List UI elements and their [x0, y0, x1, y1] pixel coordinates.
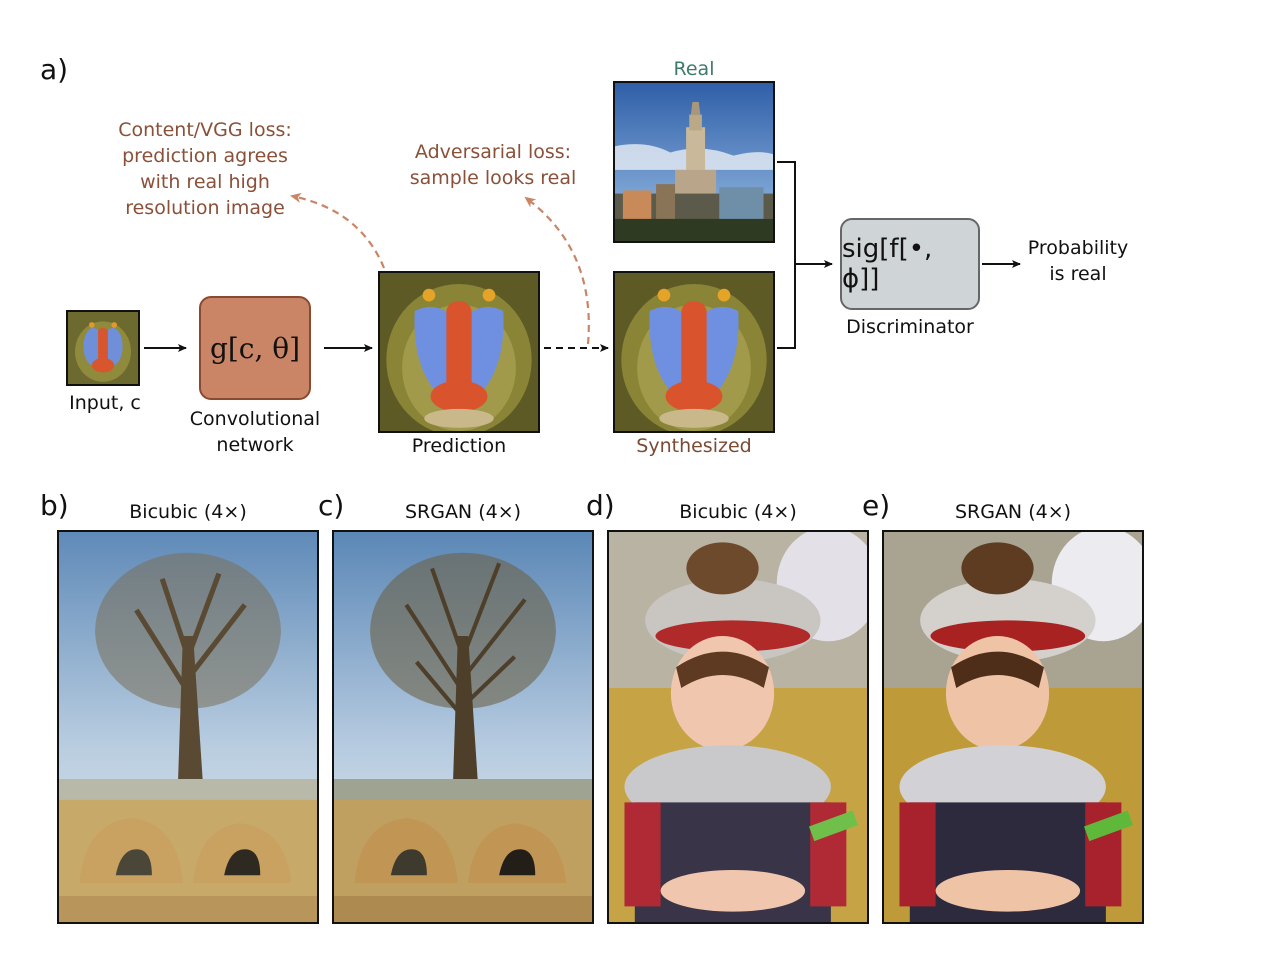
real-image [613, 81, 775, 243]
panel-c-title: SRGAN (4×) [404, 501, 522, 523]
panel-b-image [57, 530, 319, 924]
output-line1: Probability [1027, 237, 1129, 259]
panel-d-image [607, 530, 869, 924]
content-loss-line3: with real high [140, 171, 270, 193]
real-label: Real [673, 58, 715, 80]
generator-box: g[c, θ] [199, 296, 311, 400]
panel-e-title: SRGAN (4×) [954, 501, 1072, 523]
content-loss-line1: Content/VGG loss: [118, 119, 292, 141]
prediction-image [378, 271, 540, 433]
synthesized-image [613, 271, 775, 433]
panel-d-title: Bicubic (4×) [679, 501, 797, 523]
input-image [66, 310, 140, 386]
generator-formula: g[c, θ] [209, 331, 301, 365]
discriminator-formula: sig[f[•, ϕ]] [842, 234, 933, 294]
input-label: Input, c [69, 392, 141, 414]
adversarial-loss-line1: Adversarial loss: [414, 141, 572, 163]
output-line2: is real [1049, 263, 1107, 285]
adversarial-loss-line2: sample looks real [409, 167, 577, 189]
panel-label-d: d) [586, 489, 615, 522]
panel-label-c: c) [318, 489, 345, 522]
panel-label-a: a) [40, 53, 69, 86]
discriminator-caption: Discriminator [846, 316, 974, 338]
synthesized-label: Synthesized [636, 435, 752, 457]
bracket-to-discriminator [777, 161, 796, 349]
discriminator-box: sig[f[•, ϕ]] [840, 218, 980, 310]
content-loss-line4: resolution image [125, 197, 285, 219]
generator-caption-line1: Convolutional [189, 408, 321, 430]
panel-e-image [882, 530, 1144, 924]
panel-b-title: Bicubic (4×) [129, 501, 247, 523]
panel-label-b: b) [40, 489, 69, 522]
generator-caption-line2: network [216, 434, 294, 456]
panel-label-e: e) [862, 489, 891, 522]
prediction-label: Prediction [411, 435, 507, 457]
content-loss-line2: prediction agrees [122, 145, 288, 167]
panel-c-image [332, 530, 594, 924]
